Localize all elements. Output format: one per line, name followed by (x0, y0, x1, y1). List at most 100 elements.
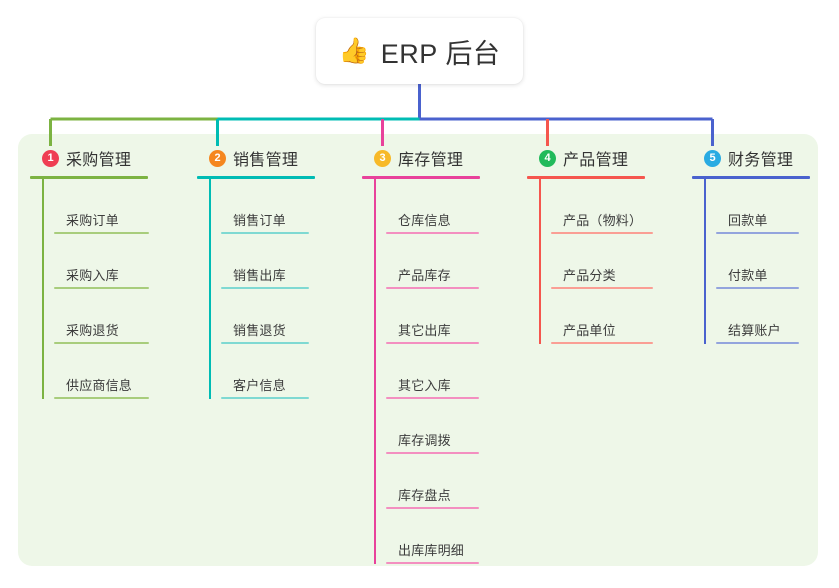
leaf-item-underline (54, 342, 149, 344)
leaf-item-underline (386, 397, 479, 399)
leaf-item-underline (221, 232, 309, 234)
root-node[interactable]: 👍 ERP 后台 (316, 18, 523, 84)
column-rule-2 (197, 176, 315, 179)
leaf-item-underline (221, 397, 309, 399)
leaf-spine-1 (42, 179, 44, 399)
leaf-item-label: 其它入库 (398, 378, 451, 393)
column-badge-1: 1 (42, 149, 59, 167)
column-title-3: 库存管理 (398, 152, 464, 169)
leaf-item-underline (386, 562, 479, 564)
column-2: 2 销售管理销售订单销售出库销售退货客户信息 (197, 146, 315, 399)
column-title-1: 采购管理 (66, 152, 132, 169)
leaf-item[interactable]: 采购订单 (42, 179, 149, 234)
leaf-item-underline (716, 232, 799, 234)
column-badge-4: 4 (539, 149, 556, 167)
leaf-item-underline (386, 232, 479, 234)
leaf-item-underline (386, 287, 479, 289)
leaf-item-label: 库存盘点 (398, 488, 451, 503)
leaf-item-label: 产品库存 (398, 268, 451, 283)
leaf-item-underline (54, 397, 149, 399)
leaf-item[interactable]: 产品分类 (539, 234, 653, 289)
column-4: 4 产品管理产品（物料） 产品分类产品单位 (527, 146, 653, 344)
leaf-item[interactable]: 销售出库 (209, 234, 315, 289)
leaf-item-underline (716, 342, 799, 344)
leaf-item[interactable]: 回款单 (704, 179, 810, 234)
leaf-item-underline (221, 287, 309, 289)
leaf-spine-2 (209, 179, 211, 399)
leaf-item-label: 仓库信息 (398, 213, 451, 228)
leaf-item-label: 销售订单 (233, 213, 286, 228)
leaf-item[interactable]: 采购退货 (42, 289, 149, 344)
leaf-item-label: 付款单 (728, 268, 768, 283)
leaf-item-underline (551, 342, 653, 344)
thumbs-up-icon: 👍 (338, 36, 370, 65)
leaf-item-label: 采购订单 (66, 213, 119, 228)
leaf-item-underline (551, 232, 653, 234)
leaf-item-underline (551, 287, 653, 289)
column-header-5[interactable]: 5 财务管理 (692, 146, 810, 170)
leaf-item[interactable]: 出库库明细 (374, 509, 480, 564)
leaf-item[interactable]: 客户信息 (209, 344, 315, 399)
column-rule-1 (30, 176, 148, 179)
column-header-2[interactable]: 2 销售管理 (197, 146, 315, 170)
leaf-item[interactable]: 采购入库 (42, 234, 149, 289)
leaf-item-label: 销售出库 (233, 268, 286, 283)
leaf-item[interactable]: 库存调拨 (374, 399, 480, 454)
column-rule-3 (362, 176, 480, 179)
columns-background-panel (18, 134, 818, 566)
leaf-list-4: 产品（物料） 产品分类产品单位 (527, 179, 653, 344)
leaf-item[interactable]: 结算账户 (704, 289, 810, 344)
leaf-item-label: 出库库明细 (398, 543, 465, 558)
column-header-4[interactable]: 4 产品管理 (527, 146, 645, 170)
leaf-item-underline (54, 287, 149, 289)
leaf-item-underline (221, 342, 309, 344)
leaf-item[interactable]: 产品库存 (374, 234, 480, 289)
column-badge-2: 2 (209, 149, 226, 167)
leaf-item[interactable]: 库存盘点 (374, 454, 480, 509)
leaf-item-label: 结算账户 (728, 323, 781, 338)
leaf-item[interactable]: 其它入库 (374, 344, 480, 399)
leaf-item[interactable]: 仓库信息 (374, 179, 480, 234)
leaf-spine-4 (539, 179, 541, 344)
leaf-item-label: 采购入库 (66, 268, 119, 283)
leaf-item-label: 客户信息 (233, 378, 286, 393)
column-rule-5 (692, 176, 810, 179)
column-badge-5: 5 (704, 149, 721, 167)
root-title: ERP 后台 (380, 38, 501, 69)
column-rule-4 (527, 176, 645, 179)
leaf-item-underline (386, 452, 479, 454)
leaf-item-underline (54, 232, 149, 234)
leaf-item-label: 其它出库 (398, 323, 451, 338)
leaf-item-label: 产品（物料） (563, 213, 643, 228)
leaf-item[interactable]: 付款单 (704, 234, 810, 289)
leaf-spine-5 (704, 179, 706, 344)
leaf-item[interactable]: 产品（物料） (539, 179, 653, 234)
leaf-item-label: 产品分类 (563, 268, 616, 283)
column-header-1[interactable]: 1 采购管理 (30, 146, 148, 170)
column-badge-3: 3 (374, 149, 391, 167)
column-5: 5 财务管理回款单付款单结算账户 (692, 146, 810, 344)
leaf-item[interactable]: 销售订单 (209, 179, 315, 234)
leaf-item-label: 库存调拨 (398, 433, 451, 448)
column-title-5: 财务管理 (728, 152, 794, 169)
leaf-item-label: 供应商信息 (66, 378, 133, 393)
column-header-3[interactable]: 3 库存管理 (362, 146, 480, 170)
leaf-item[interactable]: 其它出库 (374, 289, 480, 344)
leaf-item-underline (716, 287, 799, 289)
root-node-inner: 👍 ERP 后台 (339, 32, 501, 71)
leaf-item-label: 销售退货 (233, 323, 286, 338)
leaf-item[interactable]: 供应商信息 (42, 344, 149, 399)
column-title-4: 产品管理 (563, 152, 629, 169)
leaf-item-underline (386, 342, 479, 344)
leaf-list-5: 回款单付款单结算账户 (692, 179, 810, 344)
column-title-2: 销售管理 (233, 152, 299, 169)
leaf-spine-3 (374, 179, 376, 564)
leaf-item-underline (386, 507, 479, 509)
leaf-item[interactable]: 销售退货 (209, 289, 315, 344)
column-1: 1 采购管理采购订单采购入库采购退货供应商信息 (30, 146, 149, 399)
leaf-list-3: 仓库信息产品库存其它出库其它入库库存调拨库存盘点出库库明细 (362, 179, 480, 564)
leaf-item-label: 产品单位 (563, 323, 616, 338)
leaf-item[interactable]: 产品单位 (539, 289, 653, 344)
leaf-list-1: 采购订单采购入库采购退货供应商信息 (30, 179, 149, 399)
